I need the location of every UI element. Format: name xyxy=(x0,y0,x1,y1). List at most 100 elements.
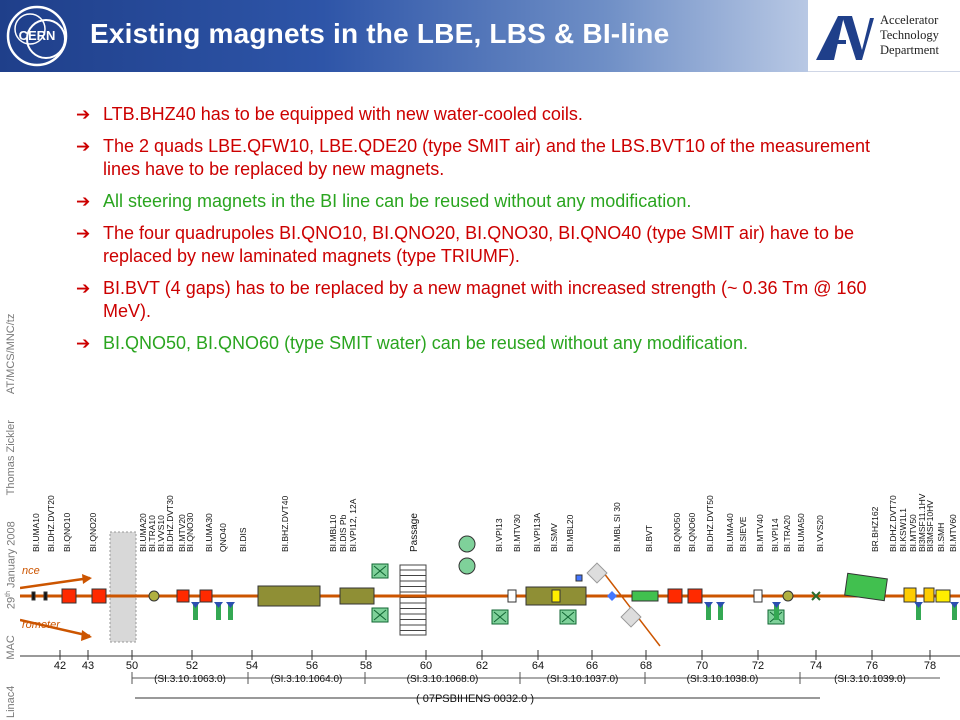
drawing-sections: (SI.3.10.1063.0)(SI.3.10.1064.0)(SI.3.10… xyxy=(131,672,940,685)
element-label: BI3MSF10HV xyxy=(925,500,935,552)
steerer-support xyxy=(706,604,711,620)
steerer-marker xyxy=(226,602,235,608)
element-label: BI.MTV50 xyxy=(908,514,918,552)
arrow-bullet-icon: ➔ xyxy=(76,279,91,298)
scale-tick-label: 76 xyxy=(866,660,878,672)
element-label: BI.QNO50 xyxy=(672,513,682,552)
monitor-bar xyxy=(43,591,48,601)
element-label: BI.SMH xyxy=(936,523,946,552)
element-label: BI.DHZ.DVT50 xyxy=(705,495,715,552)
element-label: BI.VPI13A xyxy=(532,512,542,552)
section-label: (SI.3.10.1064.0) xyxy=(271,674,343,685)
section-label: (SI.3.10.1038.0) xyxy=(687,674,759,685)
scale-tick-label: 56 xyxy=(306,660,318,672)
bending-magnet-bi-bvt xyxy=(631,590,659,602)
element-label: BI.MTV60 xyxy=(948,514,958,552)
element-label: BI.SIEVE xyxy=(738,516,748,552)
side-date: 29th January 2008 xyxy=(4,521,18,610)
steerer-marker xyxy=(191,602,200,608)
arrowhead-icon xyxy=(82,574,92,584)
diamond-marker xyxy=(607,591,617,601)
steerer-support xyxy=(193,604,198,620)
arrow-bullet-icon: ➔ xyxy=(76,137,91,156)
round-monitor-top xyxy=(458,535,476,553)
element-label: BI.QNO10 xyxy=(62,513,72,552)
element-label: BI.DHZ.DVT20 xyxy=(46,495,56,552)
cern-logo-text: CERN xyxy=(19,28,56,43)
bullet-text: All steering magnets in the BI line can … xyxy=(103,191,692,211)
element-label: BR.BHZ162 xyxy=(870,506,880,552)
passage-label: Passage xyxy=(409,513,420,552)
quadrupole-bi-qno60 xyxy=(687,588,703,604)
monitor-cross xyxy=(561,611,575,623)
section-label: (SI.3.10.1039.0) xyxy=(834,674,906,685)
scale-tick-label: 43 xyxy=(82,660,94,672)
bullet-text: The four quadrupoles BI.QNO10, BI.QNO20,… xyxy=(103,223,854,266)
element-label: BI.VVS10 xyxy=(156,515,166,552)
arrow-bullet-icon: ➔ xyxy=(76,105,91,124)
element-label: BI.QNO30 xyxy=(185,513,195,552)
branch-line xyxy=(599,567,661,647)
bullet-item: ➔ LTB.BHZ40 has to be equipped with new … xyxy=(76,103,936,126)
monitor-cross xyxy=(373,609,387,621)
septum-core xyxy=(551,589,561,603)
steerer-marker xyxy=(716,602,725,608)
spectrometer-arrow xyxy=(19,618,91,638)
element-label: BI.MTV30 xyxy=(512,514,522,552)
element-label: BI.VVS20 xyxy=(815,515,825,552)
round-monitor-bottom xyxy=(458,557,476,575)
steerer-marker xyxy=(214,602,223,608)
shielding-wall xyxy=(109,531,137,643)
quadrupole-qno40 xyxy=(199,589,213,603)
quadrupole-bi-qno30 xyxy=(176,589,190,603)
department-logo-box: Accelerator Technology Department xyxy=(808,0,960,72)
element-label: BI.VPI13 xyxy=(494,518,504,552)
element-label: BI.UMA10 xyxy=(31,513,41,552)
steerer-support xyxy=(952,604,957,620)
steerer-marker xyxy=(950,602,959,608)
element-label: BI.DIS xyxy=(238,527,248,552)
steerer-support xyxy=(916,604,921,620)
bullet-text: The 2 quads LBE.QFW10, LBE.QDE20 (type S… xyxy=(103,136,871,179)
steerer-marker xyxy=(914,602,923,608)
slide-header: CERN Existing magnets in the LBE, LBS & … xyxy=(0,0,960,72)
side-footer-text: Linac4 MAC 29th January 2008 Thomas Zick… xyxy=(3,58,19,718)
element-label: BI3MSF11.1HV xyxy=(917,493,927,552)
element-label: BI.DHZ.DVT70 xyxy=(888,495,898,552)
scale-tick-label: 60 xyxy=(420,660,432,672)
section-label: (SI.3.10.1037.0) xyxy=(547,674,619,685)
element-label: BI.VPI14 xyxy=(770,518,780,552)
element-label: BI.UMA20 xyxy=(138,513,148,552)
element-label: BI.TRA20 xyxy=(782,515,792,552)
element-label: BI.VPI12, 12A xyxy=(348,498,358,552)
septum-bi3msf xyxy=(923,587,935,603)
scale-tick-label: 64 xyxy=(532,660,544,672)
department-line-1: Accelerator xyxy=(880,13,939,27)
bullet-text: BI.QNO50, BI.QNO60 (type SMIT water) can… xyxy=(103,333,748,353)
scale-tick-label: 70 xyxy=(696,660,708,672)
element-label: BI.UMA50 xyxy=(796,513,806,552)
monitor-cross xyxy=(493,611,507,623)
septum-bi-smh xyxy=(935,589,951,603)
element-label: BI.SMV xyxy=(549,523,559,552)
element-label: BI.QNO60 xyxy=(687,513,697,552)
vacuum-valve-2 xyxy=(753,589,763,603)
element-label: QNO40 xyxy=(218,523,228,552)
bullet-item: ➔ BI.QNO50, BI.QNO60 (type SMIT water) c… xyxy=(76,332,936,355)
passage-grating xyxy=(399,564,427,636)
element-label: BI.BHZ.DVT40 xyxy=(280,496,290,552)
quadrupole-bi-qno10 xyxy=(61,588,77,604)
valve-cross-icon xyxy=(811,591,821,601)
scale-tick-label: 78 xyxy=(924,660,936,672)
department-line-2: Technology xyxy=(880,28,939,42)
bullet-item: ➔ The 2 quads LBE.QFW10, LBE.QDE20 (type… xyxy=(76,135,936,181)
side-project: Linac4 xyxy=(5,685,17,718)
accelerator-department-logo-icon xyxy=(816,16,874,60)
element-label: BI.BVT xyxy=(644,525,654,552)
kicker-bi-ksw xyxy=(903,587,917,603)
steerer-support xyxy=(228,604,233,620)
bullet-item: ➔ The four quadrupoles BI.QNO10, BI.QNO2… xyxy=(76,222,936,268)
mbl-label: BI.MBL SI 30 xyxy=(612,502,622,552)
